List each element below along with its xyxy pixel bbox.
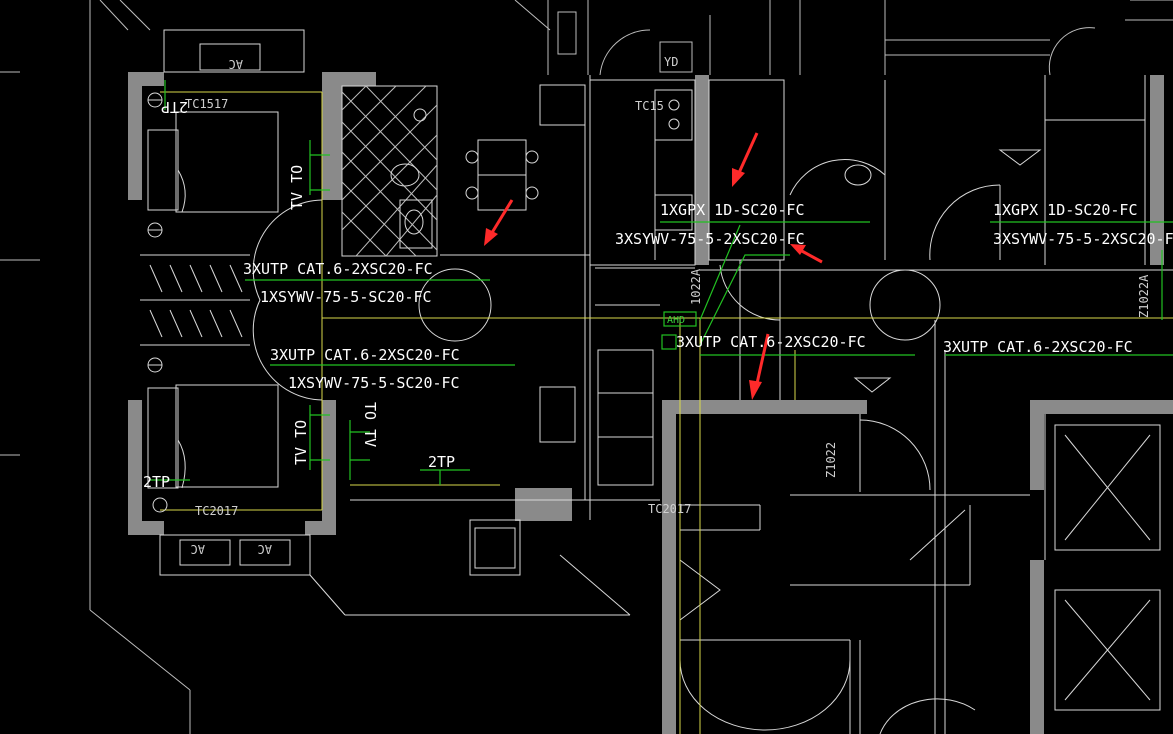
red-arrow-lower-center (749, 333, 770, 400)
tv-to-label-upper: TV TO (288, 165, 306, 210)
window-tag-tc2017-center: TC2017 (648, 502, 691, 516)
cable-routes (150, 80, 1173, 485)
ahd-box-label: AHD (667, 315, 685, 326)
cable-label-gpx-center: 1XGPX 1D-SC20-FC (660, 201, 805, 219)
walls (128, 72, 1173, 734)
ac-tag-top: AC (229, 57, 243, 71)
centerlines (160, 91, 1173, 734)
bathroom-tile-grid (341, 85, 438, 257)
ac-tag-bottom-1: AC (191, 542, 205, 556)
tp-2-label-lower: 2TP (143, 473, 170, 491)
red-arrow-upper-center (484, 199, 514, 246)
yd-tag: YD (664, 55, 678, 69)
to-tv-label-lower: TO TV (361, 402, 379, 447)
socket-symbols (147, 92, 168, 513)
outlet-labels: TV TO TV TO TO TV 2TP 2TP 2TP AHD (143, 98, 685, 491)
cable-label-syv-mid: 1XSYWV-75-5-SC20-FC (288, 374, 460, 392)
cable-label-utp-upper: 3XUTP CAT.6-2XSC20-FC (243, 260, 433, 278)
red-arrows (484, 132, 823, 400)
window-tag-tc1517: TC1517 (185, 97, 228, 111)
cable-label-utp-mid: 3XUTP CAT.6-2XSC20-FC (270, 346, 460, 364)
ac-tag-bottom-2: AC (258, 542, 272, 556)
cable-annotations: 3XUTP CAT.6-2XSC20-FC 1XSYWV-75-5-SC20-F… (243, 201, 1173, 392)
cable-label-sywv-right: 3XSYWV-75-5-2XSC20-FC (993, 230, 1173, 248)
window-door-tags: TC1517 TC2017 TC2017 TC15 AC AC AC 1022A… (185, 55, 1151, 556)
door-tag-1022-center: 1022A (689, 268, 703, 305)
red-arrow-right-small (790, 244, 823, 264)
tv-to-label-lower: TV TO (292, 420, 310, 465)
tp-2-label-center: 2TP (428, 453, 455, 471)
door-tag-1022-lower: Z1022 (824, 442, 838, 478)
cable-label-sywv-center: 3XSYWV-75-5-2XSC20-FC (615, 230, 805, 248)
cable-label-gpx-right: 1XGPX 1D-SC20-FC (993, 201, 1138, 219)
room-linework (140, 29, 1173, 734)
window-tag-tc15: TC15 (635, 99, 664, 113)
window-tag-tc2017-left: TC2017 (195, 504, 238, 518)
tp-2-label-upper: 2TP (161, 98, 188, 116)
cable-label-utp-right: 3XUTP CAT.6-2XSC20-FC (943, 338, 1133, 356)
cable-label-utp-center: 3XUTP CAT.6-2XSC20-FC (676, 333, 866, 351)
cable-label-syv-upper: 1XSYWV-75-5-SC20-FC (260, 288, 432, 306)
door-tag-1022-right: Z1022A (1137, 274, 1151, 318)
red-arrow-kitchen (732, 132, 759, 187)
